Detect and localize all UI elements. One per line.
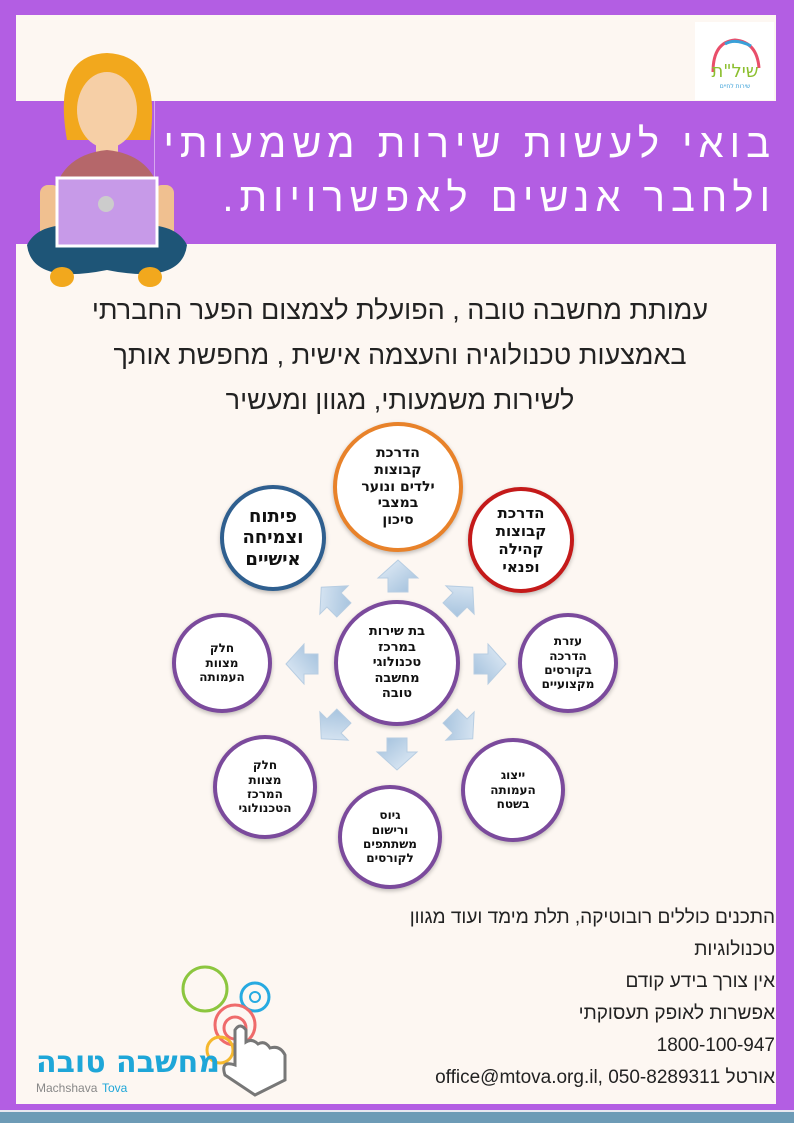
- bottom-strip: [0, 1110, 794, 1123]
- circle-course-assistance: עזרת הדרכה בקורסים מקצועיים: [518, 613, 618, 713]
- title-line-2: ולחבר אנשים לאפשרויות.: [222, 176, 776, 220]
- footer-line: התכנים כוללים רובוטיקה, תלת מימד ועוד מג…: [409, 907, 775, 928]
- svg-text:Machshava: Machshava: [36, 1081, 98, 1095]
- circle-community-groups: הדרכת קבוצות קהילה ופנאי: [468, 487, 574, 593]
- svg-text:שיל"ת: שיל"ת: [711, 61, 758, 82]
- shilat-logo: שיל"ת שירות לחיים: [695, 22, 774, 100]
- divider: [154, 101, 155, 244]
- arrow-up-icon: [376, 559, 420, 593]
- svg-text:שירות לחיים: שירות לחיים: [720, 83, 750, 90]
- footer-phone: 1800-100-947: [656, 1035, 775, 1056]
- footer-line: אפשרות לאופק תעסוקתי: [578, 1003, 775, 1024]
- lead-paragraph: עמותת מחשבה טובה , הפועלת לצמצום הפער הח…: [30, 288, 770, 423]
- woman-with-laptop-illustration: [27, 53, 187, 287]
- arrow-left-icon: [285, 642, 319, 686]
- footer-line: טכנולוגיות: [694, 939, 775, 960]
- arrow-down-right-icon: [442, 708, 475, 741]
- circle-tech-center-staff: חלק מצוות המרכז הטכנולוגי: [213, 735, 317, 839]
- title-line-1: בואי לעשות שירות משמעותי: [163, 122, 776, 166]
- arrow-up-right-icon: [442, 585, 475, 618]
- arrow-up-left-icon: [319, 585, 352, 618]
- footer-info: התכנים כוללים רובוטיקה, תלת מימד ועוד מג…: [410, 902, 775, 1094]
- footer-line: אין צורך בידע קודם: [625, 971, 775, 992]
- arrow-down-icon: [375, 737, 419, 771]
- svg-text:מחשבה טובה: מחשבה טובה: [36, 1045, 220, 1080]
- lead-line-3: לשירות משמעותי, מגוון ומעשיר: [225, 385, 575, 415]
- circle-personal-growth: פיתוח וצמיחה אישיים: [220, 485, 326, 591]
- arrow-down-left-icon: [319, 708, 352, 741]
- circle-nonprofit-staff: חלק מצוות העמותה: [172, 613, 272, 713]
- circle-field-representation: ייצוג העמותה בשטח: [461, 738, 565, 842]
- circle-youth-at-risk: הדרכת קבוצות ילדים ונוער במצבי סיכון: [333, 422, 463, 552]
- arrow-right-icon: [473, 642, 507, 686]
- svg-text:Tova: Tova: [102, 1081, 128, 1095]
- circle-center: בת שירות במרכז טכנולוגי מחשבה טובה: [334, 600, 460, 726]
- circle-recruitment: גיוס ורישום משתתפים לקורסים: [338, 785, 442, 889]
- machshava-tova-logo: מחשבה טובה Machshava Tova: [36, 965, 287, 1097]
- lead-line-2: באמצעות טכנולוגיה והעצמה אישית , מחפשת א…: [113, 340, 687, 370]
- footer-contact: office@mtova.org.il, אורטל 050-8289311: [435, 1067, 775, 1088]
- lead-line-1: עמותת מחשבה טובה , הפועלת לצמצום הפער הח…: [91, 295, 709, 325]
